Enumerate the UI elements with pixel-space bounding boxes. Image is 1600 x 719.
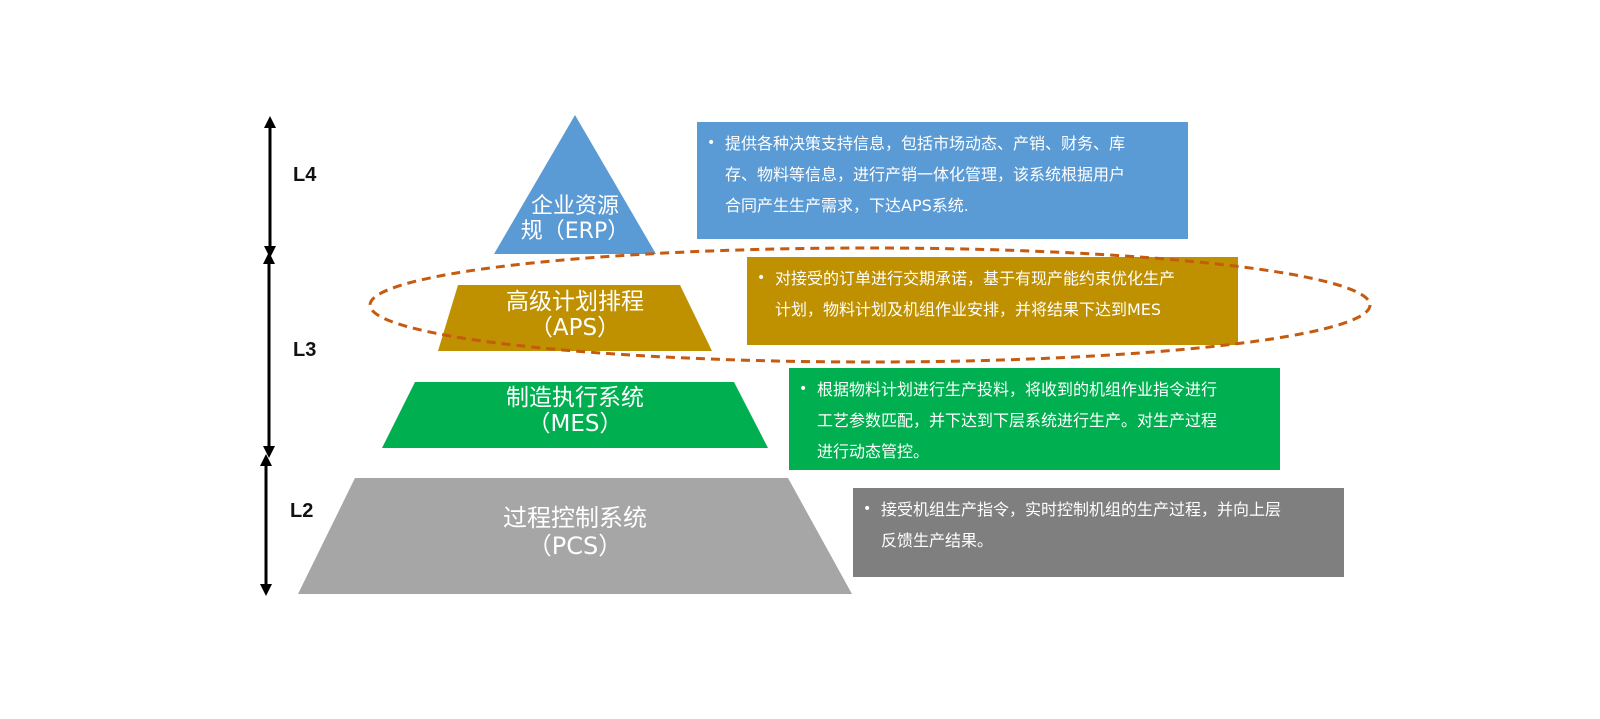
aps-description-box: • 对接受的订单进行交期承诺，基于有现产能约束优化生产 计划，物料计划及机组作业… xyxy=(747,257,1238,345)
aps-bullet: • xyxy=(757,270,766,286)
pcs-label: 过程控制系统 （PCS） xyxy=(465,504,685,560)
erp-label-line-2: 规（ERP） xyxy=(520,219,630,245)
aps-label-line-1: 高级计划排程 xyxy=(506,289,644,315)
aps-label: 高级计划排程 （APS） xyxy=(470,289,680,342)
erp-desc-line-1: 提供各种决策支持信息，包括市场动态、产销、财务、库 xyxy=(725,134,1126,153)
erp-label: 企业资源 规（ERP） xyxy=(505,194,645,245)
mes-desc-line-2: 工艺参数匹配，并下达到下层系统进行生产。对生产过程 xyxy=(817,411,1218,430)
pcs-label-line-2: （PCS） xyxy=(527,531,623,560)
erp-desc-line-3: 合同产生生产需求，下达APS系统. xyxy=(725,196,969,215)
pcs-bullet: • xyxy=(863,501,872,517)
pcs-desc-line-1: 接受机组生产指令，实时控制机组的生产过程，并向上层 xyxy=(881,500,1282,519)
aps-label-line-2: （APS） xyxy=(529,315,621,342)
mes-desc-line-3: 进行动态管控。 xyxy=(817,442,930,461)
erp-desc-line-2: 存、物料等信息，进行产销一体化管理，该系统根据用户 xyxy=(725,165,1126,184)
mes-bullet: • xyxy=(799,381,808,397)
level-label-l3: L3 xyxy=(293,339,317,361)
erp-label-line-1: 企业资源 xyxy=(530,194,619,219)
erp-bullet: • xyxy=(707,135,716,151)
erp-description-box: • 提供各种决策支持信息，包括市场动态、产销、财务、库 存、物料等信息，进行产销… xyxy=(697,122,1188,239)
pcs-desc-line-2: 反馈生产结果。 xyxy=(881,531,994,550)
pcs-label-line-1: 过程控制系统 xyxy=(503,504,647,532)
aps-desc-line-1: 对接受的订单进行交期承诺，基于有现产能约束优化生产 xyxy=(775,269,1176,288)
erp-triangle xyxy=(494,115,656,254)
pcs-trapezoid xyxy=(298,478,852,594)
pcs-description-box: • 接受机组生产指令，实时控制机组的生产过程，并向上层 反馈生产结果。 xyxy=(853,488,1344,577)
mes-label: 制造执行系统 （MES） xyxy=(470,385,680,438)
aps-desc-line-2: 计划，物料计划及机组作业安排，并将结果下达到MES xyxy=(775,300,1162,319)
mes-label-line-1: 制造执行系统 xyxy=(506,385,644,411)
level-label-l2: L2 xyxy=(290,500,314,522)
mes-description-box: • 根据物料计划进行生产投料，将收到的机组作业指令进行 工艺参数匹配，并下达到下… xyxy=(789,368,1280,470)
level-label-l4: L4 xyxy=(293,164,317,186)
mes-label-line-2: （MES） xyxy=(527,411,623,438)
mes-desc-line-1: 根据物料计划进行生产投料，将收到的机组作业指令进行 xyxy=(817,380,1218,399)
mes-trapezoid xyxy=(382,382,768,448)
